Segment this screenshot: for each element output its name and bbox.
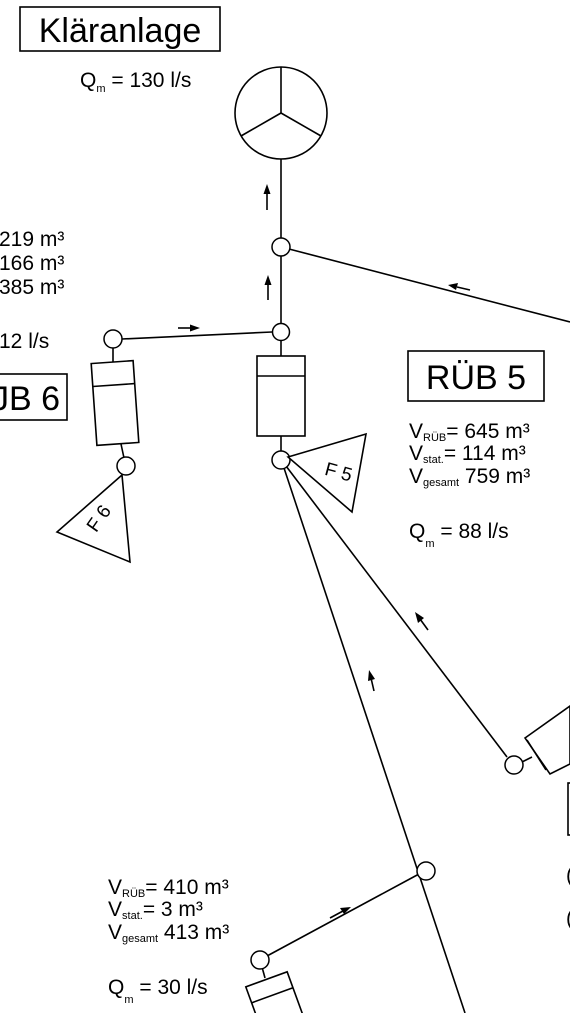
rub5-v-symbol: V [409,420,423,443]
plant-title-box [19,6,221,52]
lower-v-symbol: V [108,921,122,944]
lower-q-value: = 30 l/s [134,976,208,999]
flow-arrow [263,184,271,210]
pipe-rub6-junction [121,331,273,340]
lower-q-subscript: m [124,994,133,1006]
lower-basin-node [250,950,270,970]
rub6-v-gesamt: 385 m³ [0,276,64,299]
lower-v-sub: gesamt [122,933,158,945]
rub5-v-sub: gesamt [423,477,459,489]
flow-arrow [448,283,471,291]
plant-title: Kläranlage [39,12,202,50]
rub5-v-stat: Vstat.= 114 m³ [409,442,526,466]
flow-arrow [264,275,272,300]
rub5-v-symbol: V [409,465,423,488]
pipe-south-long [283,467,466,1013]
catchment-southeast [523,705,570,776]
lower-q-symbol: Q [108,976,124,999]
rub5-v-stat-value: = 114 m³ [444,442,526,465]
rub5-v-gesamt-value: 759 m³ [459,465,530,488]
edge-fragment: ( [566,864,570,887]
flow-arrow [178,324,200,332]
plant-q-symbol: Q [80,69,96,92]
plant-q-subscript: m [96,83,105,95]
pipe-lower-feeder [266,873,420,957]
rub6-title-box [0,373,68,421]
rub5-inlet-node [271,450,291,470]
pipe-junction-east [288,248,570,323]
flow-arrow [415,612,429,631]
lower-v-sub: RÜB [122,888,145,900]
rub5-v-rub: VRÜB= 645 m³ [409,420,530,444]
lower-v-symbol: V [108,898,122,921]
rub5-v-rub-value: = 645 m³ [446,420,529,443]
rub5-v-sub: RÜB [423,432,446,444]
rub5-v-gesamt: Vgesamt 759 m³ [409,465,530,489]
lower-v-stat: Vstat.= 3 m³ [108,898,203,922]
rub5-title: RÜB 5 [426,359,526,397]
lower-v-rub: VRÜB= 410 m³ [108,876,229,900]
rub6-outlet-node [103,329,123,349]
lower-flow: Qm = 30 l/s [108,976,208,1006]
junction-node [271,237,291,257]
lower-v-gesamt-value: 413 m³ [158,921,229,944]
flow-arrow [368,670,375,692]
rub5-q-subscript: m [425,538,434,550]
rub5-flow: Qm = 88 l/s [409,520,509,550]
rub5-v-sub: stat. [423,454,444,466]
lower-v-gesamt: Vgesamt 413 m³ [108,921,229,945]
plant-flow-label: Qm = 130 l/s [80,69,191,95]
plant-q-value: = 130 l/s [106,69,192,92]
pipe-southeast [285,465,508,758]
edge-fragment: ( [566,907,570,930]
rub6-basin [90,359,140,447]
lower-v-sub: stat. [122,910,143,922]
rub5-basin [256,355,306,437]
catchment-f5: F 5 [286,432,368,514]
lower-v-symbol: V [108,876,122,899]
catchment-f6: F 6 [55,473,131,564]
rub6-inlet-node [116,456,136,476]
lower-junction-node [416,861,436,881]
flow-arrow [329,907,351,919]
rub6-v-stat: 166 m³ [0,252,64,275]
pipe-rub6-inlet [120,443,125,459]
southeast-label-box [567,782,570,836]
rub5-title-box [407,350,545,402]
southeast-node [504,755,524,775]
rub6-title: JB 6 [0,380,60,418]
lower-v-stat-value: = 3 m³ [143,898,203,921]
pipe-southeast-outlet [521,756,533,763]
rub6-flow: 12 l/s [0,330,49,353]
rub5-q-value: = 88 l/s [435,520,509,543]
treatment-plant-symbol [234,66,328,160]
lower-basin [244,970,309,1013]
lower-v-rub-value: = 410 m³ [145,876,228,899]
rub6-v-rub: 219 m³ [0,228,64,251]
rub5-q-symbol: Q [409,520,425,543]
rub5-v-symbol: V [409,442,423,465]
junction-node [271,322,291,342]
